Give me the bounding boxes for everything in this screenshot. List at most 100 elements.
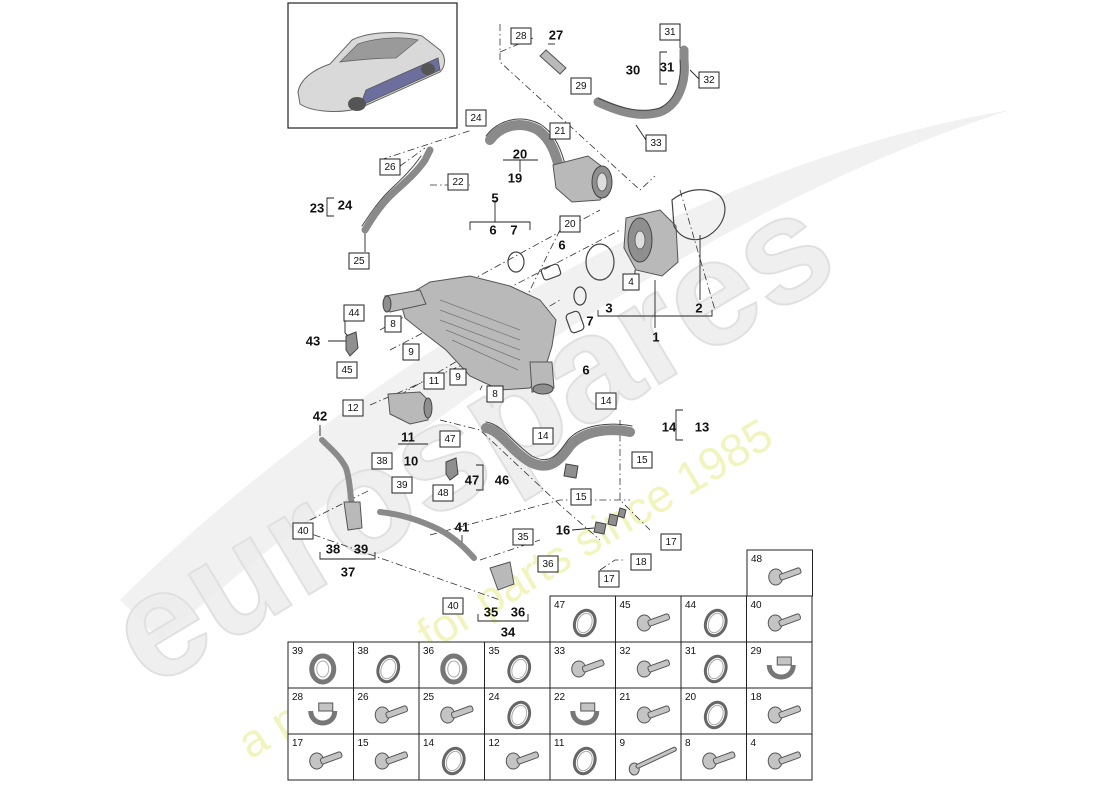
callout-14: 14 (532, 427, 554, 445)
o-ring-icon (507, 654, 532, 684)
clamp-ring-icon (309, 653, 337, 685)
car-body-icon (297, 32, 445, 112)
car-wheel-rear-icon (421, 63, 435, 75)
callout-number: 4 (628, 277, 634, 288)
hardware-cell-9: 9 (615, 733, 682, 781)
leader-33 (635, 124, 647, 141)
callout-9: 9 (449, 368, 467, 386)
hardware-cell-38: 38 (353, 641, 420, 689)
sensor-47-icon (445, 457, 459, 481)
group-number-23: 23 (310, 201, 324, 216)
dash-line-right-2 (679, 189, 716, 311)
bolt-shank-icon (712, 751, 736, 765)
callout-box (570, 77, 592, 95)
hardware-part-number: 47 (554, 600, 566, 611)
callout-number: 24 (470, 113, 482, 124)
group-number-24: 24 (338, 198, 353, 213)
group-number-20: 20 (513, 147, 527, 162)
callout-number: 40 (297, 526, 309, 537)
water-pump-hub-icon (634, 230, 646, 250)
bolt-shank-icon (635, 746, 677, 769)
hardware-cell-24: 24 (484, 687, 551, 735)
hardware-part-number: 12 (489, 738, 501, 749)
callout-number: 11 (429, 376, 440, 387)
callout-number: 22 (452, 177, 464, 188)
hardware-cell-28: 28 (287, 687, 354, 735)
bolt-shank-icon (647, 705, 671, 719)
hardware-cell-25: 25 (418, 687, 485, 735)
hardware-cell-18: 18 (746, 687, 813, 735)
hardware-cell-31: 31 (680, 641, 747, 689)
group-number-16: 16 (556, 523, 570, 538)
hardware-part-number: 8 (685, 738, 691, 749)
o-ring-inner-icon (707, 704, 724, 726)
callout-box (384, 315, 402, 333)
hose-clamp-screw-icon (776, 656, 792, 666)
gasket-large-icon (671, 189, 726, 241)
callout-box (659, 23, 681, 41)
callout-44: 44 (343, 304, 365, 322)
callout-32: 32 (698, 71, 720, 89)
o-ring-icon (572, 608, 597, 638)
o-ring-inner-icon (576, 612, 593, 634)
hardware-part-number: 4 (751, 738, 757, 749)
hardware-part-number: 33 (554, 646, 566, 657)
callout-number: 9 (408, 347, 414, 358)
hose-clamp-band-icon (570, 710, 600, 726)
callout-box (442, 597, 464, 615)
group-number-7: 7 (586, 314, 593, 329)
hose-14-edge-icon (485, 421, 633, 461)
fitting-35-icon (489, 561, 515, 591)
callout-number: 47 (444, 434, 456, 445)
callout-box (465, 109, 487, 127)
hardware-part-number: 26 (358, 692, 370, 703)
callout-number: 20 (564, 219, 576, 230)
hardware-part-number: 17 (292, 738, 304, 749)
leader-14-bracket (675, 409, 683, 441)
hose-clamp-band-icon (308, 710, 338, 726)
clamp-16b-icon (607, 513, 619, 527)
seal-6-icon (540, 263, 562, 281)
callout-box (698, 71, 720, 89)
dash-line-lower-2 (619, 420, 651, 531)
outlet-pipe-lower-end-icon (532, 383, 554, 395)
hardware-cell-15: 15 (353, 733, 420, 781)
watermark-swoosh (120, 110, 1010, 640)
callout-box (449, 368, 467, 386)
callout-box (537, 555, 559, 573)
hardware-cell-12: 12 (484, 733, 551, 781)
hardware-cell-20: 20 (680, 687, 747, 735)
hardware-cell-45: 45 (615, 595, 682, 643)
hardware-cell-35: 35 (484, 641, 551, 689)
hardware-part-number: 14 (423, 738, 435, 749)
pipe-30-icon (593, 45, 689, 119)
thermostat-11-icon (387, 391, 431, 425)
hose-clamp-screw-icon (318, 702, 334, 712)
callout-24: 24 (465, 109, 487, 127)
group-number-13: 13 (695, 420, 709, 435)
callout-number: 35 (517, 532, 529, 543)
hardware-part-number: 48 (751, 554, 763, 565)
leader-34-bracket (477, 614, 529, 622)
hardware-part-number: 28 (292, 692, 304, 703)
leader-32 (689, 69, 701, 81)
callout-box (391, 476, 413, 494)
o-ring-inner-icon (445, 750, 462, 772)
group-number-6: 6 (558, 238, 565, 253)
callout-number: 28 (515, 31, 527, 42)
bolt-shank-icon (385, 705, 409, 719)
group-number-10: 10 (404, 454, 418, 469)
group-number-19: 19 (508, 171, 522, 186)
hardware-cell-32: 32 (615, 641, 682, 689)
dash-line-lower-1 (439, 419, 601, 541)
hardware-part-number: 15 (358, 738, 370, 749)
callout-number: 38 (376, 456, 388, 467)
coolant-housing-fins-icon (439, 299, 521, 371)
o-ring-icon (376, 654, 401, 684)
callout-box (348, 252, 370, 270)
callout-number: 14 (537, 431, 549, 442)
callout-47: 47 (439, 430, 461, 448)
pipe-24-icon (361, 146, 434, 234)
